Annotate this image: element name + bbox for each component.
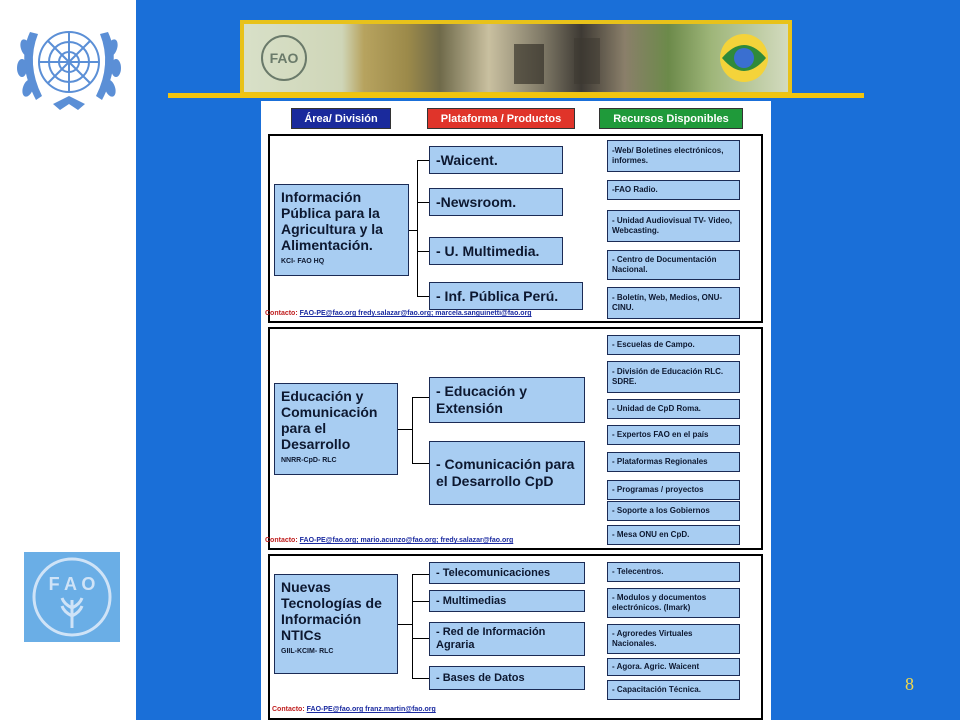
contact-line: Contacto: FAO-PE@fao.org; mario.acunzo@f… bbox=[265, 537, 513, 544]
area-title: Información Pública para la Agricultura … bbox=[281, 189, 383, 253]
contact-emails[interactable]: FAO-PE@fao.org franz.martin@fao.org bbox=[306, 706, 436, 713]
recurso-item: - Programas / proyectos bbox=[607, 480, 740, 500]
recurso-item: - Plataformas Regionales bbox=[607, 452, 740, 472]
banner-collage-icon: FAO bbox=[261, 34, 768, 84]
recurso-item: - Centro de Documentación Nacional. bbox=[607, 250, 740, 280]
section-nuevas-tecnologias: Nuevas Tecnologías de Información NTICs … bbox=[268, 554, 763, 720]
plataforma-item: -Newsroom. bbox=[429, 188, 563, 216]
recurso-item: - Expertos FAO en el país bbox=[607, 425, 740, 445]
area-box: Nuevas Tecnologías de Información NTICs … bbox=[274, 574, 398, 674]
recurso-item: -Web/ Boletines electrónicos, informes. bbox=[607, 140, 740, 172]
un-emblem-icon bbox=[17, 31, 121, 110]
recurso-item: - Modulos y documentos electrónicos. (Im… bbox=[607, 588, 740, 618]
area-sub: GIIL-KCIM- RLC bbox=[281, 648, 334, 655]
plataforma-item: - U. Multimedia. bbox=[429, 237, 563, 265]
fao-logo-box: F A O bbox=[24, 552, 120, 642]
page-number: 8 bbox=[905, 674, 914, 694]
area-box: Información Pública para la Agricultura … bbox=[274, 184, 409, 276]
header-underline bbox=[168, 93, 864, 98]
contact-label: Contacto: bbox=[265, 537, 298, 544]
recurso-item: - Capacitación Técnica. bbox=[607, 680, 740, 700]
contact-label: Contacto: bbox=[272, 706, 305, 713]
org-chart: Área/ División Plataforma / Productos Re… bbox=[261, 101, 771, 720]
recurso-item: - División de Educación RLC. SDRE. bbox=[607, 361, 740, 393]
plataforma-item: -Waicent. bbox=[429, 146, 563, 174]
plataforma-item: - Educación y Extensión bbox=[429, 377, 585, 423]
header-area: Área/ División bbox=[291, 108, 391, 129]
svg-text:F A O: F A O bbox=[49, 574, 96, 594]
header-recursos: Recursos Disponibles bbox=[599, 108, 743, 129]
fao-logo-icon: F A O bbox=[32, 557, 112, 637]
plataforma-item: - Bases de Datos bbox=[429, 666, 585, 690]
area-box: Educación y Comunicación para el Desarro… bbox=[274, 383, 398, 475]
section-informacion-publica: Información Pública para la Agricultura … bbox=[268, 134, 763, 323]
plataforma-item: - Inf. Pública Perú. bbox=[429, 282, 583, 310]
header-banner: FAO bbox=[240, 20, 792, 96]
contact-emails[interactable]: FAO-PE@fao.org fredy.salazar@fao.org; ma… bbox=[299, 310, 532, 317]
recurso-item: - Agora. Agric. Waicent bbox=[607, 658, 740, 676]
recurso-item: - Boletín, Web, Medios, ONU- CINU. bbox=[607, 287, 740, 319]
plataforma-item: - Multimedias bbox=[429, 590, 585, 612]
recurso-item: - Telecentros. bbox=[607, 562, 740, 582]
area-title: Nuevas Tecnologías de Información NTICs bbox=[281, 579, 382, 643]
area-title: Educación y Comunicación para el Desarro… bbox=[281, 388, 378, 452]
contact-line: Contacto: FAO-PE@fao.org fredy.salazar@f… bbox=[265, 310, 532, 317]
recurso-item: - Soporte a los Gobiernos bbox=[607, 501, 740, 521]
recurso-item: - Unidad Audiovisual TV- Video, Webcasti… bbox=[607, 210, 740, 242]
recurso-item: - Mesa ONU en CpD. bbox=[607, 525, 740, 545]
contact-emails[interactable]: FAO-PE@fao.org; mario.acunzo@fao.org; fr… bbox=[299, 537, 514, 544]
banner-photo-collage: FAO bbox=[244, 24, 788, 92]
area-sub: NNRR-CpD- RLC bbox=[281, 457, 337, 464]
area-sub: KCI- FAO HQ bbox=[281, 258, 325, 265]
plataforma-item: - Telecomunicaciones bbox=[429, 562, 585, 584]
recurso-item: -FAO Radio. bbox=[607, 180, 740, 200]
plataforma-item: - Comunicación para el Desarrollo CpD bbox=[429, 441, 585, 505]
header-plataforma: Plataforma / Productos bbox=[427, 108, 575, 129]
recurso-item: - Escuelas de Campo. bbox=[607, 335, 740, 355]
recurso-item: - Unidad de CpD Roma. bbox=[607, 399, 740, 419]
plataforma-item: - Red de Información Agraria bbox=[429, 622, 585, 656]
contact-label: Contacto: bbox=[265, 310, 298, 317]
svg-text:FAO: FAO bbox=[270, 50, 299, 66]
recurso-item: - Agroredes Virtuales Nacionales. bbox=[607, 624, 740, 654]
section-educacion-comunicacion: Educación y Comunicación para el Desarro… bbox=[268, 327, 763, 550]
left-sidebar: F A O bbox=[0, 0, 136, 720]
contact-line: Contacto: FAO-PE@fao.org franz.martin@fa… bbox=[272, 706, 436, 713]
